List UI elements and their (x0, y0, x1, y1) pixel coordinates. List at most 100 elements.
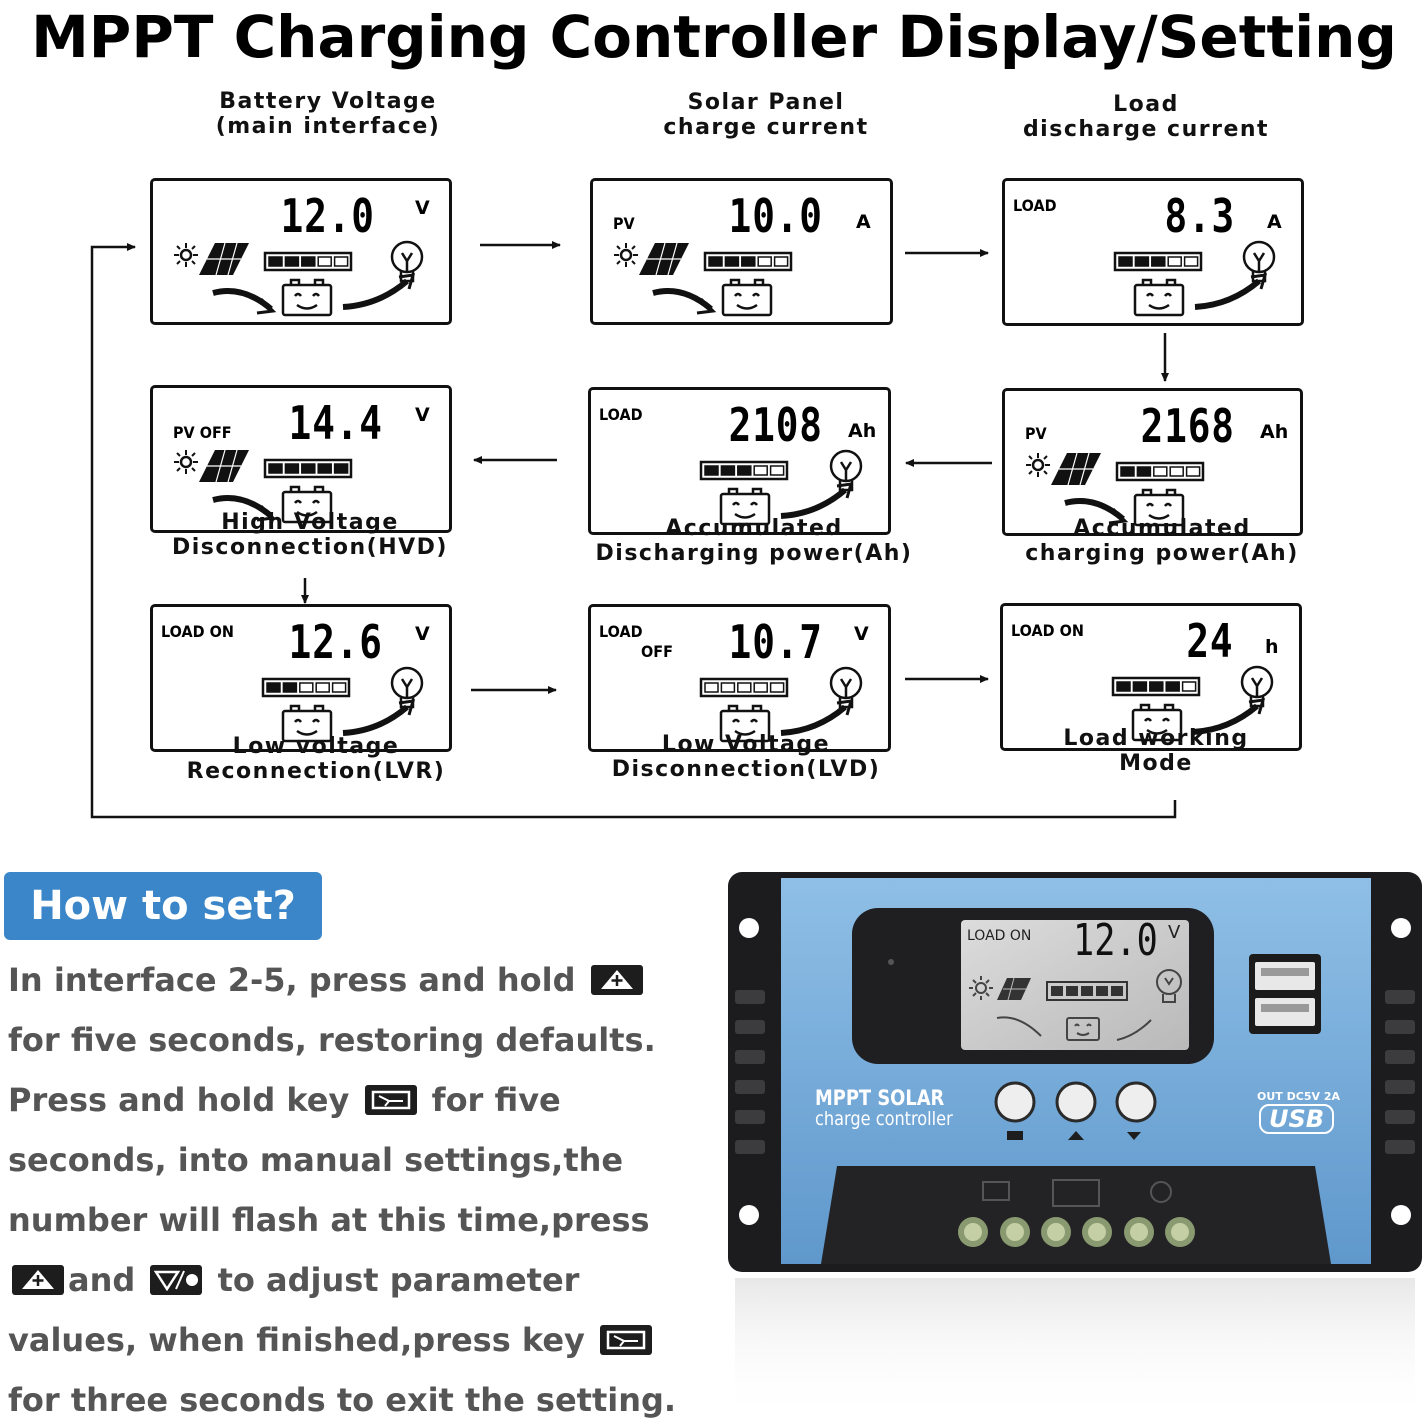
howto-text: and (68, 1261, 147, 1299)
battery-level-bar (699, 460, 789, 481)
lcd-icons (174, 240, 424, 317)
lcd-mode-tag: LOAD (599, 622, 643, 641)
battery-level-bar (261, 677, 351, 698)
caption-line: Solar Panel (687, 90, 845, 115)
battery-level-bar (703, 251, 793, 272)
discharge-arrow-icon (342, 704, 409, 736)
howto-line: values, when finished,press key (8, 1320, 656, 1360)
caption-line: Low voltage (232, 734, 400, 759)
lcd-reading: 2108 (728, 398, 823, 452)
battery-face-icon (719, 704, 771, 743)
device-lcd-unit: V (1168, 922, 1181, 943)
lcd-unit: V (415, 623, 430, 645)
lcd-mode-tag: PV (1025, 424, 1047, 443)
usb-output-label: OUT DC5V 2A (1257, 1090, 1340, 1103)
lcd-icons (1113, 240, 1276, 317)
caption-line: Disconnection(HVD) (172, 535, 448, 560)
caption-line: Mode (1119, 751, 1193, 776)
howto-text: for three seconds to exit the setting. (8, 1381, 677, 1419)
sun-icon (174, 243, 198, 267)
discharge-arrow-icon (342, 278, 409, 310)
lcd-icons (699, 449, 863, 526)
caption-line: High Voltage (221, 510, 399, 535)
caption-line: Load working (1063, 726, 1249, 751)
flow-arrows (90, 241, 1177, 819)
lcd-unit: V (854, 623, 869, 645)
lcd-icons (699, 666, 863, 743)
discharge-arrow-icon (1194, 278, 1261, 310)
lcd-icons (1111, 665, 1274, 742)
sun-icon (174, 450, 198, 474)
usb-logo: USB (1259, 1104, 1335, 1134)
set-key-icon (600, 1325, 653, 1355)
caption-line: Accumulated (665, 516, 843, 541)
battery-face-icon (1133, 278, 1185, 317)
device-lcd-tag: LOAD ON (967, 928, 1032, 944)
discharge-arrow-icon (780, 704, 847, 736)
howto-text: seconds, into manual settings,the (8, 1141, 624, 1179)
device-brand: MPPT SOLAR (815, 1086, 945, 1110)
lcd-mode-tag: LOAD (599, 405, 643, 424)
sun-icon (1026, 453, 1050, 477)
howto-text: number will flash at this time,press (8, 1201, 650, 1239)
lcd-unit: A (856, 211, 871, 233)
discharge-arrow-icon (780, 487, 847, 519)
caption-line: Reconnection(LVR) (186, 759, 446, 784)
howto-line: for three seconds to exit the setting. (8, 1380, 676, 1420)
howto-heading: How to set? (4, 872, 322, 940)
howto-line: Press and hold key for five (8, 1080, 561, 1120)
howto-text: for five seconds, restoring defaults. (8, 1021, 656, 1059)
battery-level-bar (1111, 676, 1201, 697)
lcd-reading: 12.6 (288, 615, 383, 669)
battery-level-bar (1115, 461, 1205, 482)
caption-line: Battery Voltage (219, 89, 437, 114)
battery-level-bar (1113, 251, 1203, 272)
battery-level-bar (263, 458, 353, 479)
howto-text: Press and hold key (8, 1081, 361, 1119)
battery-face-icon (1131, 703, 1183, 742)
lcd-mode-tag: LOAD ON (1011, 621, 1084, 640)
lcd-reading: 12.0 (280, 189, 375, 243)
lcd-icons (174, 449, 353, 524)
up-key-icon (12, 1265, 64, 1295)
sun-icon (614, 243, 638, 267)
device-subtitle: charge controller (815, 1108, 953, 1130)
lcd-unit: V (415, 197, 430, 219)
lcd-unit: A (1267, 211, 1282, 233)
screen-caption-battery-voltage: Battery Voltage(main interface) (128, 89, 528, 139)
lcd-reading: 10.7 (728, 615, 823, 669)
device-lcd-value: 12.0 (1073, 915, 1158, 966)
down-key-icon (150, 1265, 203, 1295)
howto-text: to adjust parameter (206, 1261, 580, 1299)
battery-face-icon (281, 485, 333, 524)
discharge-arrow-icon (1192, 703, 1259, 735)
caption-line: discharge current (1022, 117, 1270, 142)
caption-line: Accumulated (1073, 516, 1251, 541)
caption-line: Disconnection(LVD) (611, 757, 881, 782)
lcd-unit: V (415, 404, 430, 426)
battery-face-icon (721, 278, 773, 317)
howto-line: In interface 2-5, press and hold (8, 960, 647, 1000)
howto-line: seconds, into manual settings,the (8, 1140, 623, 1180)
lcd-screen-battery-voltage: 12.0 V (150, 178, 452, 325)
howto-line: for five seconds, restoring defaults. (8, 1020, 656, 1060)
caption-line: Discharging power(Ah) (595, 541, 913, 566)
howto-line: number will flash at this time,press (8, 1200, 650, 1240)
lcd-reading: 8.3 (1164, 189, 1235, 243)
up-key-icon (590, 965, 643, 995)
battery-face-icon (281, 704, 333, 743)
caption-line: Load (1113, 92, 1179, 117)
page-title: MPPT Charging Controller Display/Setting (31, 3, 1397, 71)
caption-line: charge current (663, 115, 869, 140)
lcd-mode-tag: LOAD ON (161, 622, 234, 641)
